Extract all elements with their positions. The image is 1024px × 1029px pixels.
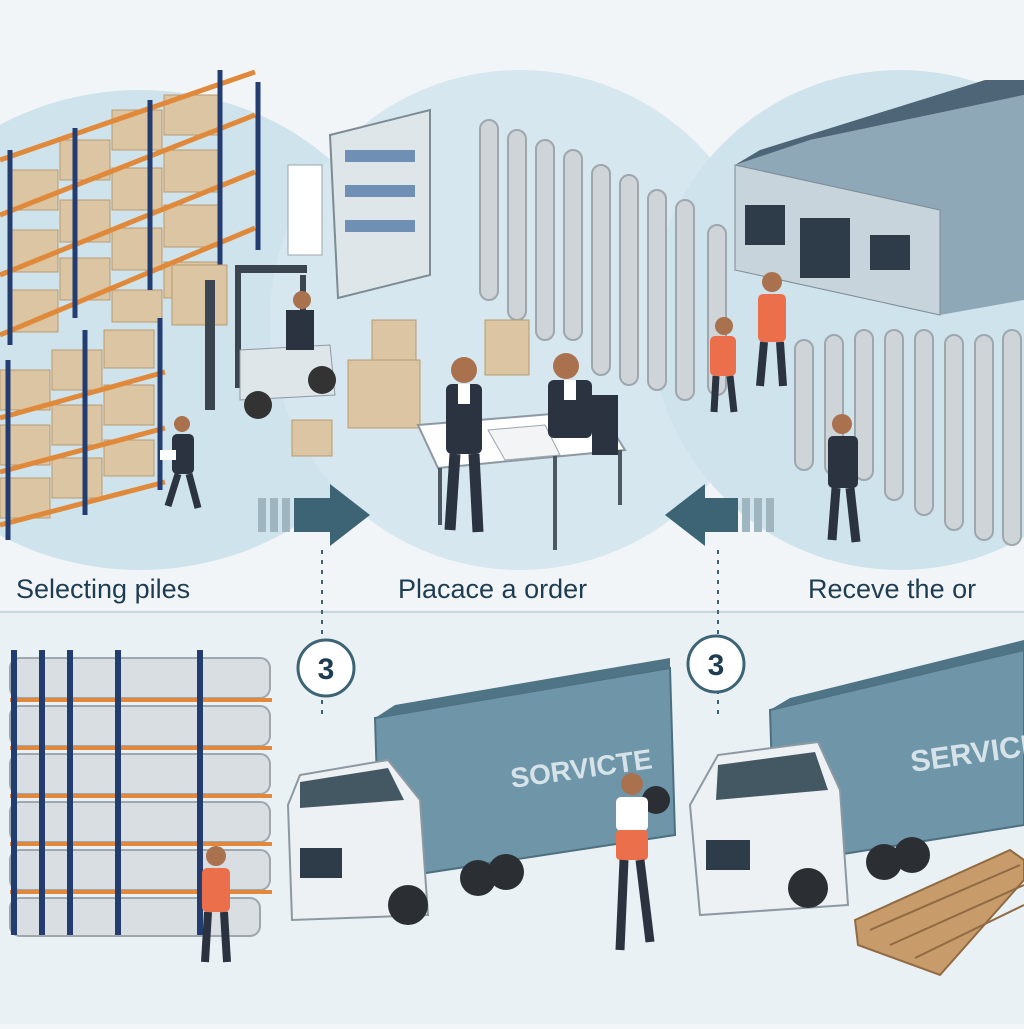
worker-vest-bottom-center xyxy=(615,773,655,951)
step-badge-number: 3 xyxy=(318,653,335,686)
office-shelf xyxy=(287,108,431,300)
truck-right: SERVICE xyxy=(688,640,1024,917)
boxes-middle xyxy=(291,319,530,457)
worker-vest-2 xyxy=(710,317,738,413)
truck-left: SORVICTE xyxy=(286,658,677,925)
warehouse-building xyxy=(734,80,1024,316)
forklift xyxy=(171,264,336,419)
worker-suit-right xyxy=(827,414,861,543)
wrapped-stock-rack xyxy=(9,650,272,937)
arrow-from-receive xyxy=(665,484,774,546)
worker-walking-left xyxy=(160,416,202,509)
worker-vest-1 xyxy=(756,272,787,387)
storage-rack-upper xyxy=(0,69,261,345)
arrow-to-order xyxy=(258,484,370,546)
clerk-seated xyxy=(548,353,618,455)
piles-middle xyxy=(479,119,727,401)
step-badge-right: 3 xyxy=(686,634,746,694)
step-label-selecting: Selecting piles xyxy=(16,574,190,604)
wooden-pallet xyxy=(853,848,1024,977)
storage-rack-lower xyxy=(0,318,166,540)
step-label-receive: Receve the or xyxy=(808,574,976,604)
customer-standing xyxy=(444,357,484,533)
step-badge-number: 3 xyxy=(708,649,725,682)
step-badge-left: 3 xyxy=(296,638,356,698)
step-label-order: Placace a order xyxy=(398,574,587,604)
worker-vest-bottom-left xyxy=(201,846,231,963)
